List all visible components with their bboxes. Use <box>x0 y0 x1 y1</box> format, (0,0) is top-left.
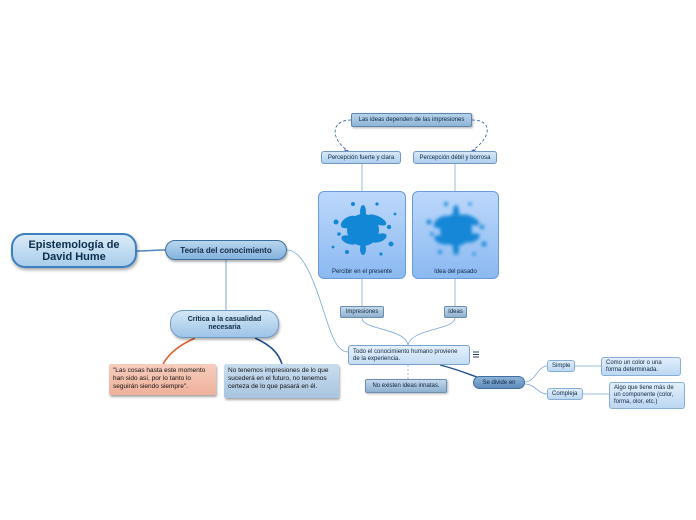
topic-critica-casualidad[interactable]: Crítica a la casualidad necesaria <box>170 310 279 338</box>
central-topic[interactable]: Epistemología de David Hume <box>11 233 137 268</box>
label-idea-pasado: Idea del pasado <box>434 269 477 275</box>
topic-percepcion-debil[interactable]: Percepción débil y borrosa <box>413 151 497 164</box>
note-simple[interactable]: Como un color o una forma determinada. <box>601 357 681 376</box>
topic-no-ideas-innatas[interactable]: No existen ideas innatas. <box>365 379 447 393</box>
card-percibir-presente[interactable]: Percibir en el presente <box>318 191 406 279</box>
topic-se-divide[interactable]: Se divide en <box>473 376 525 389</box>
card-idea-pasado[interactable]: Idea del pasado <box>412 191 499 279</box>
splash-blurred-icon <box>426 202 487 256</box>
main-topic-teoria[interactable]: Teoría del conocimiento <box>165 240 287 260</box>
topic-todo-conocimiento[interactable]: Todo el conocimiento humano proviene de … <box>348 345 470 365</box>
future-note[interactable]: No tenemos impresiones de lo que suceder… <box>224 364 339 398</box>
tag-ideas[interactable]: Ideas <box>444 306 467 318</box>
splash-sharp-icon <box>331 202 397 256</box>
tag-impresiones[interactable]: Impresiones <box>340 306 384 318</box>
notes-icon[interactable] <box>472 350 480 359</box>
topic-ideas-dependen[interactable]: Las ideas dependen de las impresiones <box>351 113 472 127</box>
note-compleja[interactable]: Algo que tiene más de un componente (col… <box>609 382 685 409</box>
quote-note[interactable]: "Las cosas hasta este momento han sido a… <box>109 364 216 395</box>
label-percibir: Percibir en el presente <box>331 269 393 275</box>
topic-percepcion-fuerte[interactable]: Percepción fuerte y clara <box>321 151 401 164</box>
topic-compleja[interactable]: Compleja <box>547 388 583 400</box>
topic-simple[interactable]: Simple <box>547 360 575 372</box>
